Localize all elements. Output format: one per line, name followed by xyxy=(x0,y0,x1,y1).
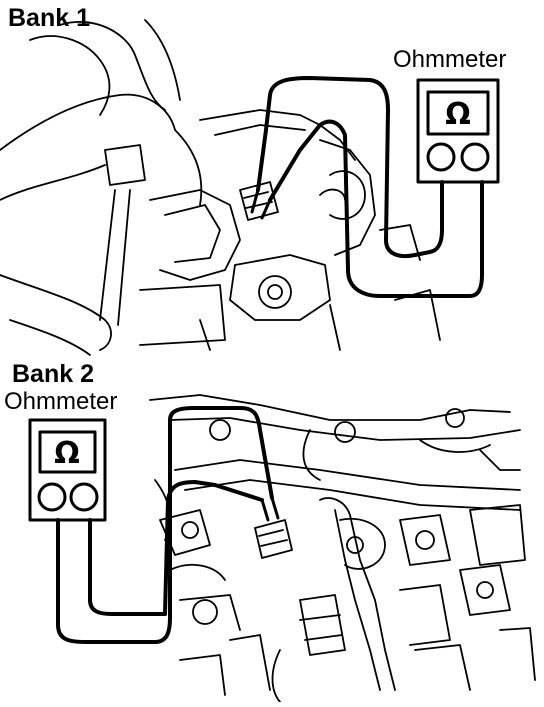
bank2-ohmmeter-label: Ohmmeter xyxy=(4,388,118,415)
bank2-title: Bank 2 xyxy=(12,360,94,388)
bank2-ohm-symbol: Ω xyxy=(54,436,80,471)
bank1-ohm-symbol: Ω xyxy=(445,97,471,132)
bank2-ohmmeter xyxy=(28,418,107,522)
bank1-ohmmeter-jack-right xyxy=(460,142,490,172)
bank1-ohmmeter-body xyxy=(416,78,500,184)
bank1-title: Bank 1 xyxy=(8,4,90,32)
bank2-ohmmeter-jack-right xyxy=(69,482,99,512)
bank1-engine-illustration xyxy=(0,19,441,356)
bank1-ohmmeter-jack-left xyxy=(426,142,456,172)
bank2-ohmmeter-body xyxy=(28,418,107,522)
bank1-ohmmeter-label: Ohmmeter xyxy=(393,46,507,73)
bank2-probe-leads xyxy=(56,406,274,644)
bank1-ohmmeter xyxy=(416,78,500,184)
bank1-ohmmeter-display xyxy=(426,90,490,136)
bank2-engine-illustration xyxy=(149,394,536,703)
bank2-ohmmeter-jack-left xyxy=(37,482,67,512)
bank1-probe-leads xyxy=(250,76,484,298)
bank2-ohmmeter-display xyxy=(38,430,97,474)
